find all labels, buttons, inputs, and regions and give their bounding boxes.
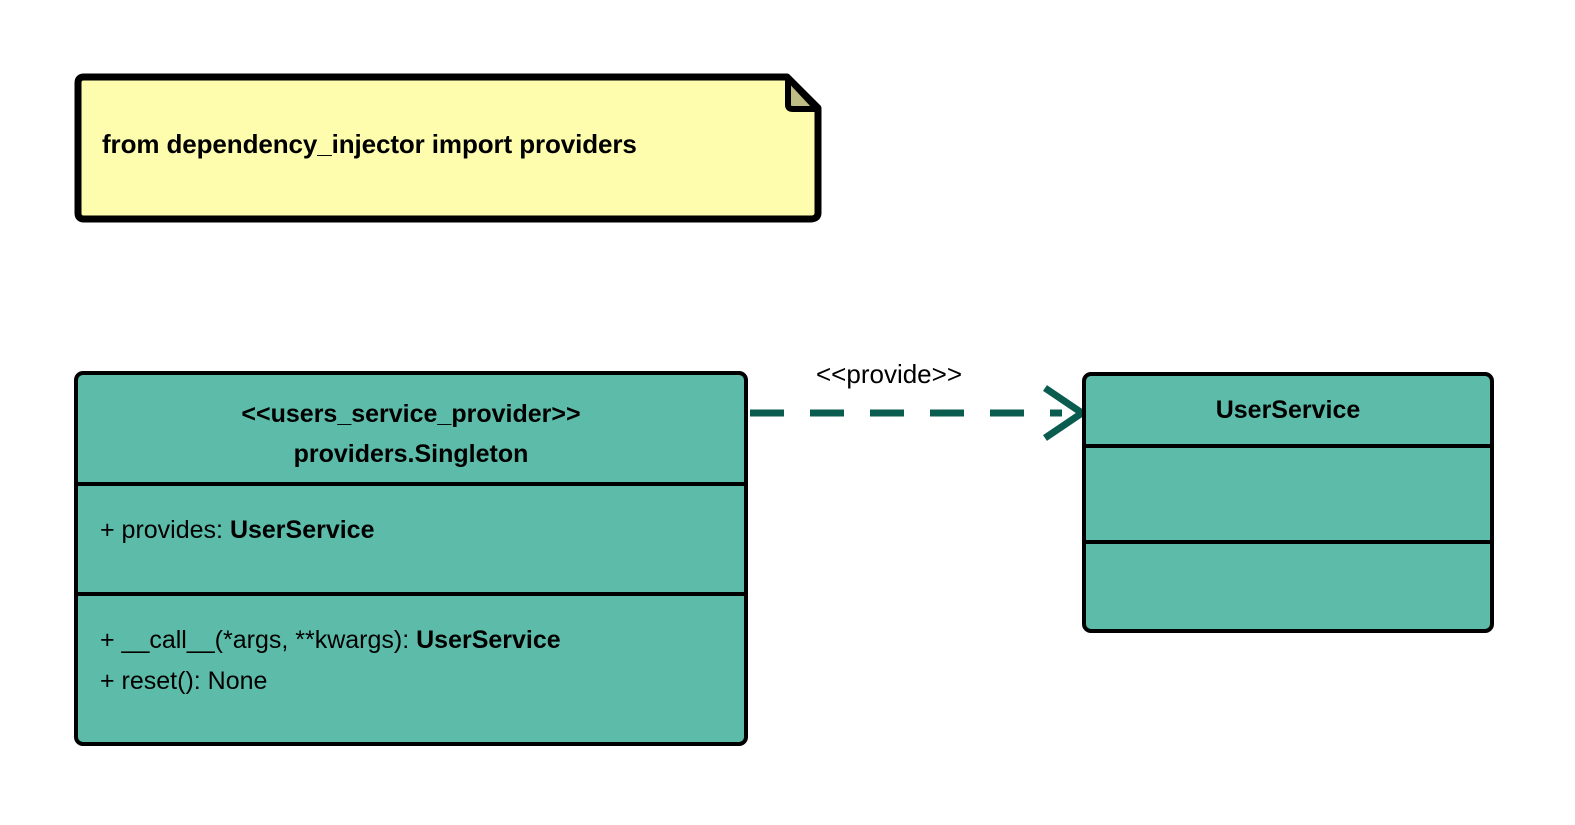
attribute-row: + provides: UserService (100, 510, 744, 551)
edge-label-provide: <<provide>> (816, 359, 963, 389)
operation-row: + reset(): None (100, 661, 744, 702)
class-box-users-service-provider[interactable]: <<users_service_provider>> providers.Sin… (74, 371, 748, 746)
note-text: from dependency_injector import provider… (102, 129, 637, 159)
class-header-compartment: UserService (1086, 376, 1490, 444)
class-attributes-compartment: + provides: UserService (78, 482, 744, 592)
operation-row: + __call__(*args, **kwargs): UserService (100, 620, 744, 661)
class-title: <<users_service_provider>> providers.Sin… (241, 400, 581, 468)
class-attributes-compartment (1086, 444, 1490, 540)
note-comment: from dependency_injector import provider… (74, 73, 822, 223)
attribute-label: + provides: (100, 516, 230, 544)
dependency-edge-provide (750, 385, 1089, 441)
operation-label: + __call__(*args, **kwargs): (100, 626, 417, 654)
class-operations-compartment (1086, 540, 1490, 629)
class-operations-compartment: + __call__(*args, **kwargs): UserService… (78, 592, 744, 742)
class-header-compartment: <<users_service_provider>> providers.Sin… (78, 375, 744, 482)
class-title: UserService (1215, 396, 1361, 424)
operation-label: + reset(): None (100, 667, 268, 695)
note-shape (74, 73, 822, 223)
class-box-user-service[interactable]: UserService (1082, 372, 1494, 633)
attribute-type: UserService (229, 516, 375, 544)
operation-type: UserService (416, 626, 561, 654)
